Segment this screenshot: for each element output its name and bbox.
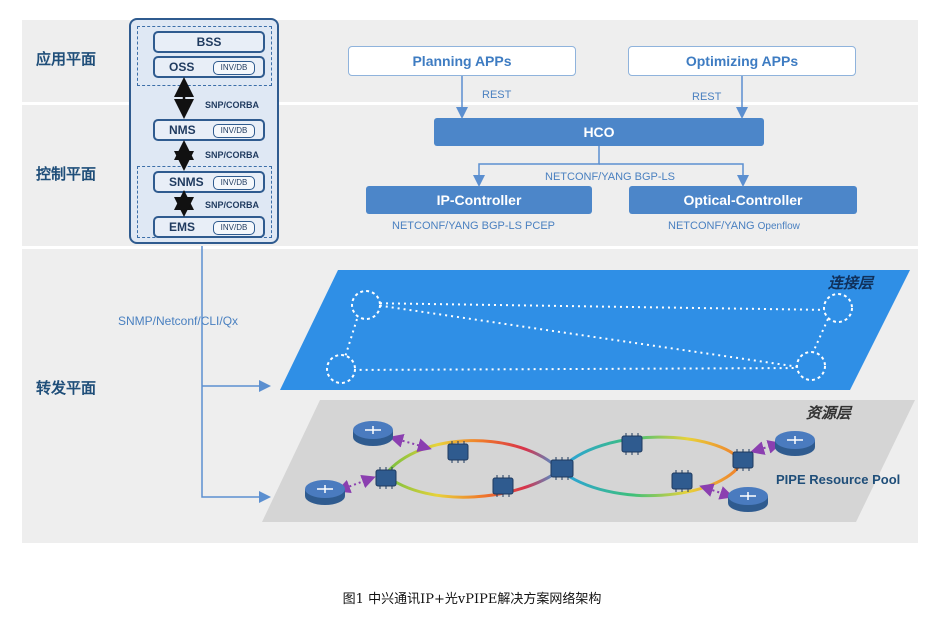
db-icon: INV/DB — [213, 124, 255, 138]
control-plane-label: 控制平面 — [36, 165, 97, 183]
optical-controller-box: Optical-Controller — [629, 186, 857, 214]
optimizing-apps-box: Optimizing APPs — [628, 46, 856, 76]
rest-label: REST — [692, 91, 722, 103]
router-icon — [353, 421, 393, 446]
hco-box: HCO — [434, 118, 764, 146]
db-icon: INV/DB — [213, 221, 255, 235]
ip-controller-box: IP-Controller — [366, 186, 592, 214]
hco-southbound-label: NETCONF/YANG BGP-LS — [545, 171, 675, 183]
resource-layer-label: 资源层 — [806, 404, 852, 422]
link-protocol-label: SNP/CORBA — [205, 150, 260, 160]
router-icon — [728, 487, 768, 512]
link-protocol-label: SNP/CORBA — [205, 100, 260, 110]
southbound-protocol-label: SNMP/Netconf/CLI/Qx — [118, 314, 239, 328]
figure-caption: 图1 中兴通讯IP+光vPIPE解决方案网络架构 — [342, 592, 602, 607]
rest-label: REST — [482, 89, 512, 101]
resource-pool-label: PIPE Resource Pool — [776, 472, 901, 487]
db-icon: INV/DB — [213, 61, 255, 75]
router-icon — [305, 480, 345, 505]
ip-protocols-label: NETCONF/YANG BGP-LS PCEP — [392, 220, 555, 232]
connection-layer — [280, 270, 910, 390]
bss-oss-group — [137, 26, 272, 86]
forwarding-plane-label: 转发平面 — [36, 379, 97, 397]
application-plane-label: 应用平面 — [36, 50, 97, 68]
link-protocol-label: SNP/CORBA — [205, 200, 260, 210]
optical-protocols-label: NETCONF/YANG Openflow — [668, 220, 800, 232]
connection-layer-label: 连接层 — [828, 274, 874, 292]
bss-box: BSS — [153, 31, 265, 53]
db-icon: INV/DB — [213, 176, 255, 190]
planning-apps-box: Planning APPs — [348, 46, 576, 76]
router-icon — [775, 431, 815, 456]
